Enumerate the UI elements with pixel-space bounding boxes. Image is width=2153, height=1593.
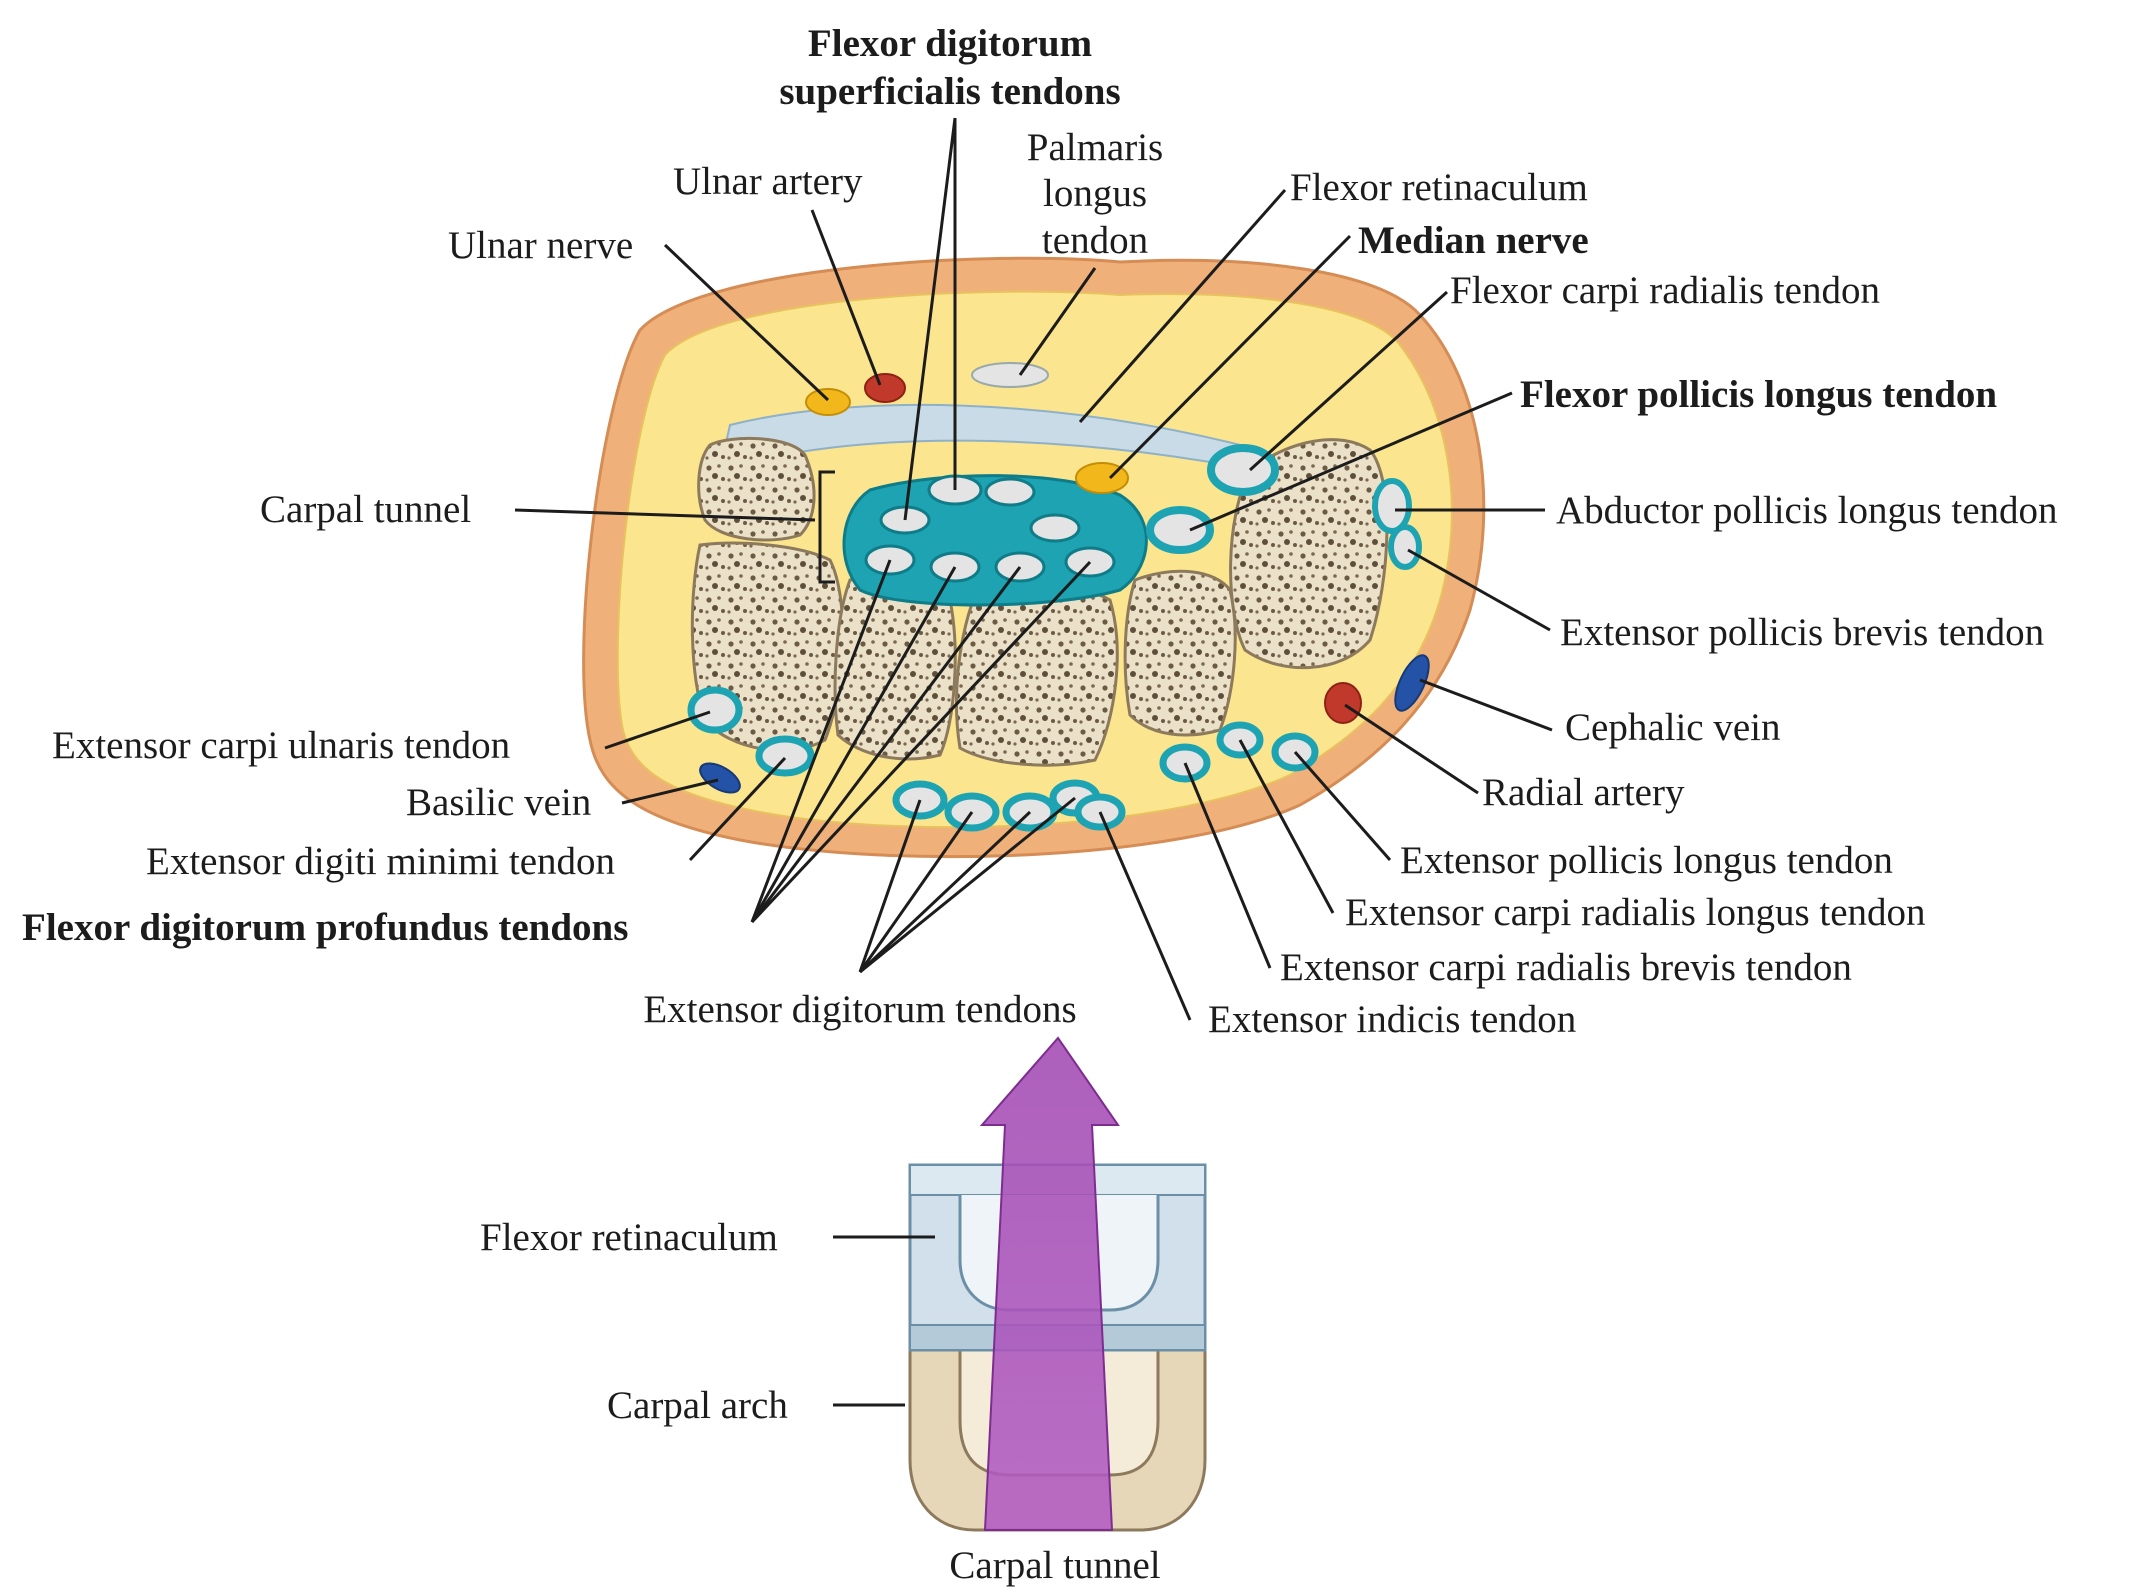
label-ei-tendon: Extensor indicis tendon (1208, 998, 1576, 1041)
label-fdp-tendons: Flexor digitorum profundus tendons (22, 906, 628, 949)
label-flexor-retinaculum: Flexor retinaculum (1290, 166, 1588, 209)
label-apl-tendon: Abductor pollicis longus tendon (1556, 489, 2058, 532)
bone-trapezoid (1125, 571, 1235, 735)
label-palmaris-line3: tendon (1042, 219, 1148, 262)
label-epl-tendon: Extensor pollicis longus tendon (1400, 839, 1893, 882)
radial-artery-shape (1325, 683, 1361, 723)
label-epb-tendon: Extensor pollicis brevis tendon (1560, 611, 2044, 654)
label-ed-tendons: Extensor digitorum tendons (643, 988, 1076, 1031)
label-cephalic-vein: Cephalic vein (1565, 706, 1781, 749)
fds-tendon-2 (986, 479, 1034, 505)
bone-pisiform (699, 438, 814, 540)
label-ecrl-tendon: Extensor carpi radialis longus tendon (1345, 891, 1926, 934)
fds-tendon-4 (1031, 515, 1079, 541)
edm-tendon-shape (759, 739, 811, 773)
label-median-nerve: Median nerve (1358, 219, 1589, 262)
fpl-tendon-shape (1150, 510, 1210, 550)
label-palmaris-line1: Palmaris (1027, 126, 1163, 169)
inset-label-carpal-arch: Carpal arch (607, 1384, 788, 1427)
inset-label-carpal-tunnel: Carpal tunnel (949, 1544, 1160, 1587)
label-fpl-tendon: Flexor pollicis longus tendon (1520, 373, 1997, 416)
inset-label-flexor-retinaculum: Flexor retinaculum (480, 1216, 778, 1259)
label-ulnar-artery: Ulnar artery (673, 160, 863, 203)
label-ecrb-tendon: Extensor carpi radialis brevis tendon (1280, 946, 1852, 989)
apl-tendon-shape (1375, 481, 1409, 531)
label-fds-line1: Flexor digitorum (808, 22, 1092, 65)
ulnar-nerve-shape (806, 389, 850, 415)
label-carpal-tunnel: Carpal tunnel (260, 488, 471, 531)
label-edm-tendon: Extensor digiti minimi tendon (146, 840, 615, 883)
ulnar-artery-shape (865, 374, 905, 402)
label-ulnar-nerve: Ulnar nerve (448, 224, 633, 267)
label-ecu-tendon: Extensor carpi ulnaris tendon (52, 724, 510, 767)
label-fcr-tendon: Flexor carpi radialis tendon (1450, 269, 1880, 312)
ecu-tendon-shape (691, 690, 739, 730)
wrist-cross-section (584, 258, 1484, 856)
inset-arrow (982, 1038, 1118, 1530)
epb-tendon-shape (1391, 527, 1419, 567)
palmaris-longus-tendon (972, 363, 1048, 387)
label-palmaris-line2: longus (1043, 172, 1147, 215)
label-radial-artery: Radial artery (1482, 771, 1685, 814)
label-basilic-vein: Basilic vein (406, 781, 591, 824)
carpal-tunnel-inset: Flexor retinaculum Carpal arch Carpal tu… (480, 1038, 1205, 1587)
label-fds-line2: superficialis tendons (779, 70, 1120, 113)
